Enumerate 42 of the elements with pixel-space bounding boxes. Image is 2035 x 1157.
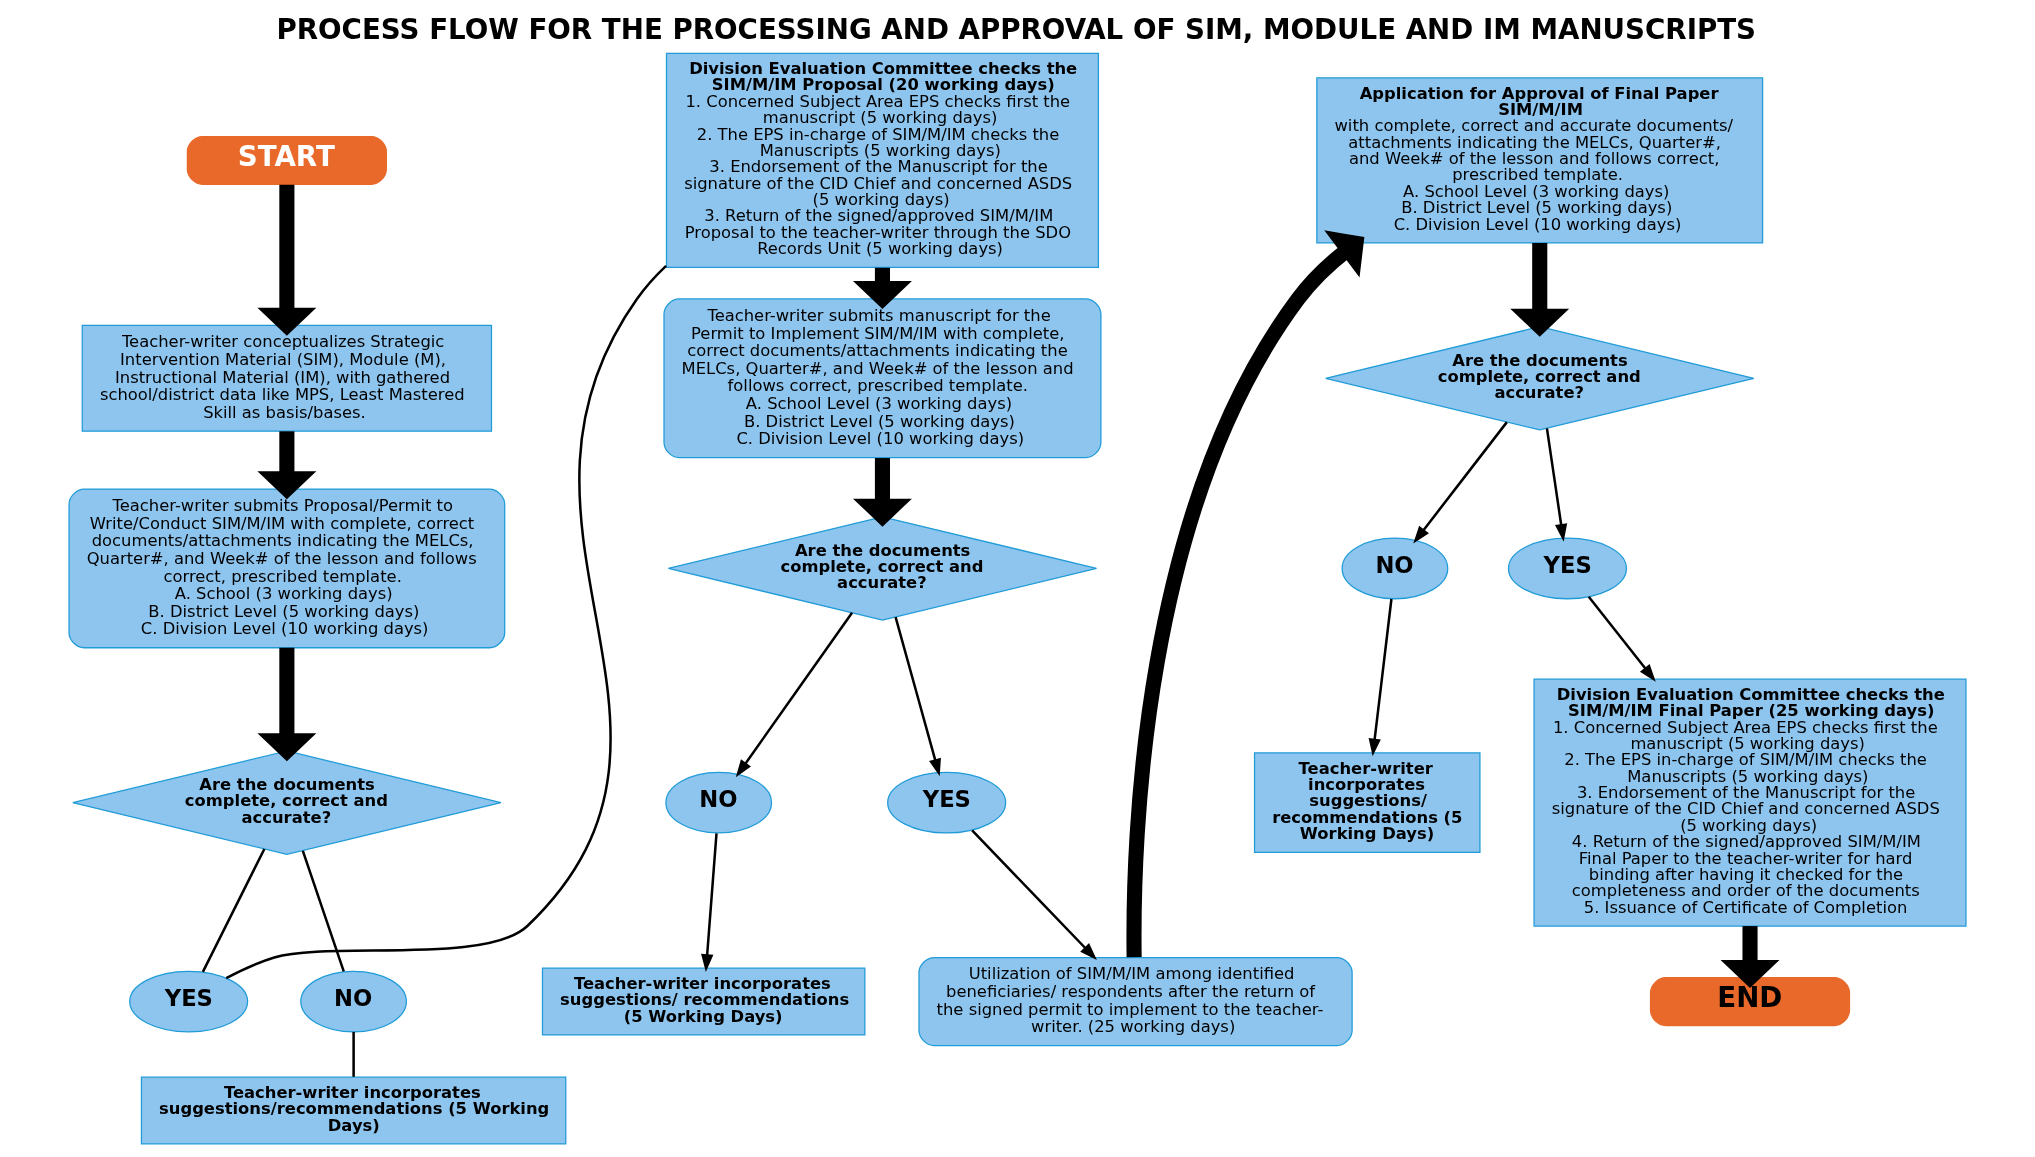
arrow [894,616,941,777]
node-ellipse: NO [300,970,408,1033]
arrow [853,458,912,527]
node-diamond: Are the documents complete, correct and accurate? [1325,326,1755,431]
node-box: Teacher-writer incorporates suggestions/ recommendations (5 Working Days) [541,967,866,1036]
arrow [1368,598,1393,757]
node-ellipse: YES [129,970,249,1033]
node-ellipse: YES [1507,537,1628,600]
arrow [257,184,317,336]
node-box: Application for Approval of Final Paper SIM/M/IM with complete, correct and accurate documents/ attachments indicating the MELCs, Quarter#, and Week# of the lesson and follows correct, prescribed template. A. School Level (3 working days) B. District Level (5 working days) C. Division Level (10 working days) [1316,77,1764,244]
arrow [1126,230,1365,958]
node-box: Utilization of SIM/M/IM among identified beneficiaries/ respondents after the return of the signed permit to implement to the teacher-writer. (25 working days) [918,956,1353,1047]
node-ellipse: NO [665,771,773,834]
connector [301,850,345,972]
node-box: Division Evaluation Committee checks the SIM/M/IM Proposal (20 working days) 1. Concerned Subject Area EPS checks first the manuscript (5 working days) 2. The EPS in-charge of SIM/M/IM checks the Manuscripts (5 working days) 3. Endorsement of the Manuscript for the signature of the CID Chief and concerned ASDS (5 working days) 3. Return of the signed/approved SIM/M/IM Proposal to the teacher-writer through the SDO Records Unit (5 working days) [665,52,1100,269]
node-ellipse: NO [1341,537,1449,600]
arrow [1510,243,1570,337]
node-box: Teacher-writer incorporates suggestions/recommendations (5 Working Days) [140,1076,567,1145]
node-box: END [1649,977,1851,1027]
node-box: Teacher-writer submits manuscript for the Permit to Implement SIM/M/IM with complete, correct documents/attachments indicating the MELCs, Quarter#, and Week# of the lesson and follows correct, prescribed template. A. School Level (3 working days) B. District Level (5 working days) C. Division Level (10 working days) [663,298,1102,459]
connector [352,1031,355,1077]
connector [201,848,266,973]
arrow [1545,428,1568,542]
arrow [853,267,912,310]
arrow [257,647,317,762]
arrow [1413,421,1508,544]
node-box: Division Evaluation Committee checks the SIM/M/IM Final Paper (25 working days) 1. Concerned Subject Area EPS checks first the manuscript (5 working days) 2. The EPS in-charge of SIM/M/IM checks the Manuscripts (5 working days) 3. Endorsement of the Manuscript for the signature of the CID Chief and concerned ASDS (5 working days) 4. Return of the signed/approved SIM/M/IM Final Paper to the teacher-writer for hard binding after having it checked for the completeness and order of the documents 5. Issuance of Certificate of Completion [1533,678,1967,927]
arrow [971,829,1097,961]
node-box: Teacher-writer incorporates suggestions/ recommendations (5 Working Days) [1253,752,1481,853]
node-diamond: Are the documents complete, correct and accurate? [72,750,502,855]
node-diamond: Are the documents complete, correct and accurate? [667,516,1098,621]
connector [225,264,667,980]
arrow [1587,595,1656,682]
arrow [735,612,854,778]
arrow [257,431,317,500]
arrow [1720,926,1780,988]
node-box: Teacher-writer submits Proposal/Permit to Write/Conduct SIM/M/IM with complete, correct documents/attachments indicating the MELCs, Quarter#, and Week# of the lesson and follows correct, prescribed template. A. School (3 working days) B. District Level (5 working days) C. Division Level (10 working days) [68,488,506,649]
node-box: START [186,135,387,185]
node-ellipse: YES [887,771,1007,834]
node-box: Teacher-writer conceptualizes Strategic Intervention Material (SIM), Module (M), Instructional Material (IM), with gathered school/district data like MPS, Least Mastered Skill as basis/bases. [81,324,493,432]
arrow [701,833,718,972]
diagram-title: PROCESS FLOW FOR THE PROCESSING AND APPROVAL OF SIM, MODULE AND IM MANUSCRIPTS [276,13,1757,47]
